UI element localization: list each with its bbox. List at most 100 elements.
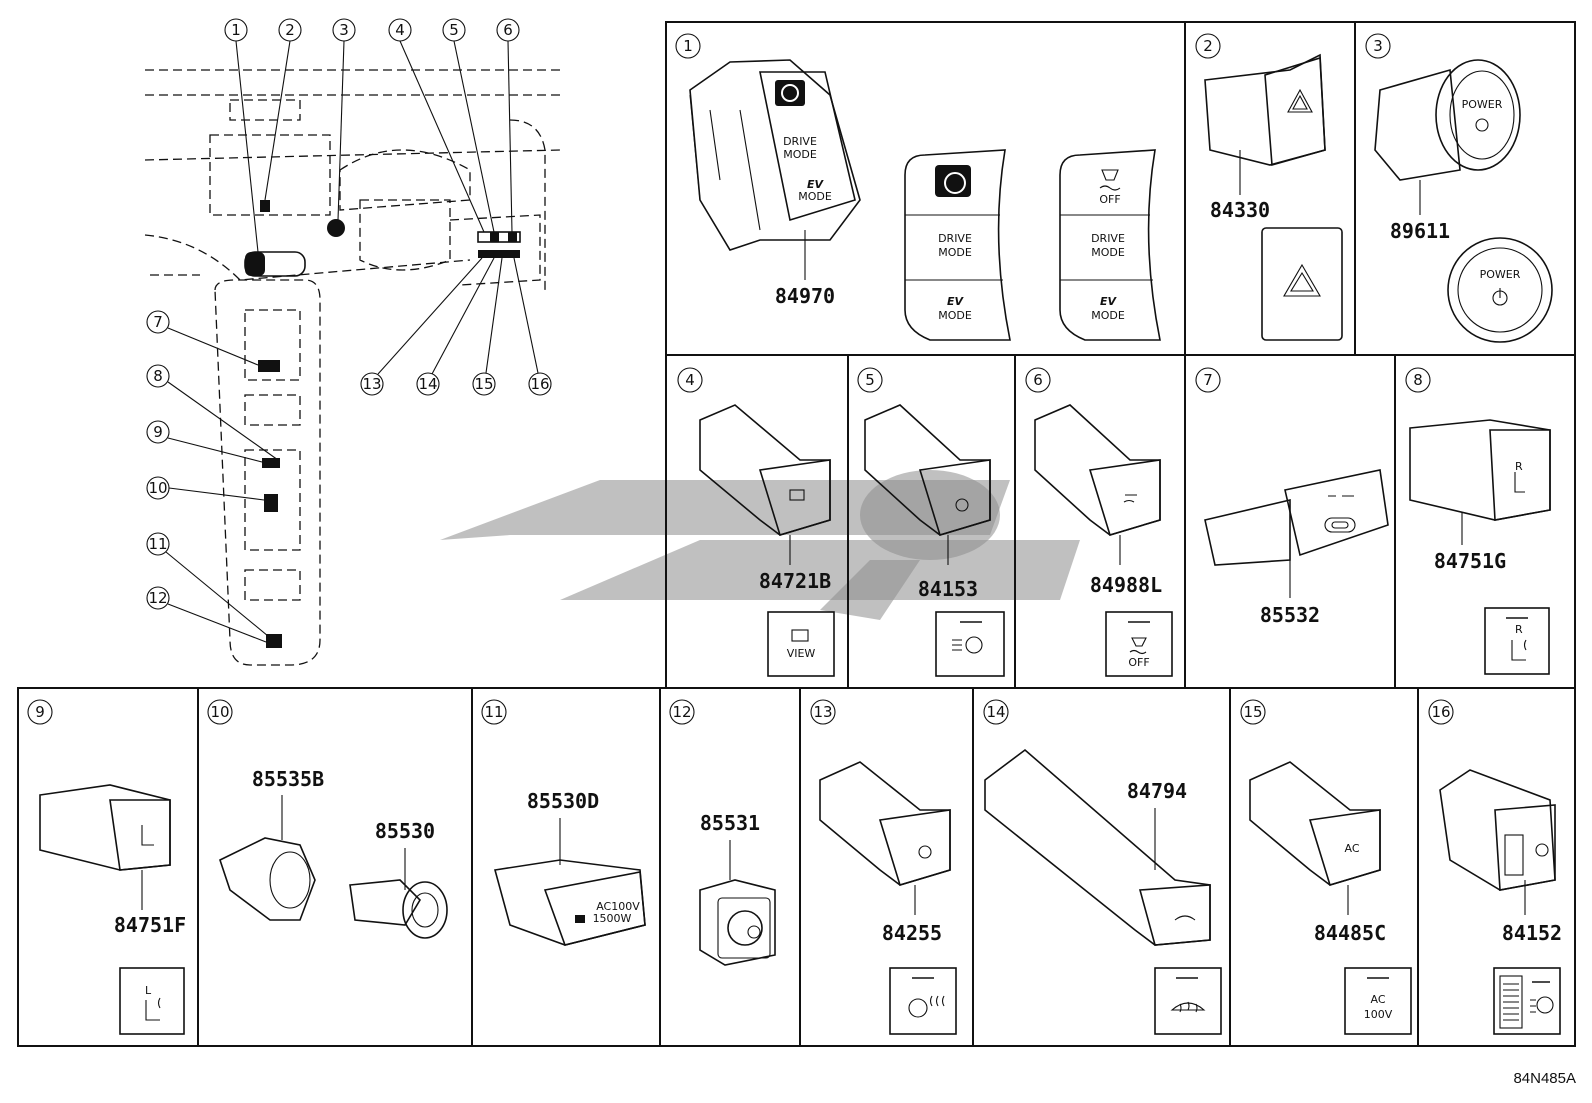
svg-text:L: L — [145, 984, 152, 997]
ac-outlet-switch-face — [1344, 967, 1412, 1035]
svg-text:15: 15 — [474, 375, 493, 393]
svg-text:85531: 85531 — [700, 811, 760, 835]
drive-mode-panel-b: OFF DRIVE MODE EV MODE — [1059, 149, 1161, 341]
cell-4: 4 84721B VIEW — [677, 367, 835, 677]
svg-text:13: 13 — [813, 703, 832, 721]
svg-text:7: 7 — [153, 313, 163, 331]
traction-off-icon — [1099, 169, 1121, 191]
svg-text:1500W: 1500W — [593, 912, 632, 925]
svg-text:84970: 84970 — [775, 284, 835, 308]
svg-text:10: 10 — [148, 479, 167, 497]
svg-text:2: 2 — [1203, 37, 1213, 55]
svg-text:VIEW: VIEW — [787, 647, 816, 660]
seat-heater-icon — [145, 997, 161, 1021]
svg-text:8: 8 — [153, 367, 163, 385]
svg-text:6: 6 — [1033, 371, 1043, 389]
cell-8: 8 R 84751G R — [1405, 367, 1551, 675]
svg-text:89611: 89611 — [1390, 219, 1450, 243]
hazard-icon — [1283, 263, 1321, 297]
svg-text:DRIVE: DRIVE — [1091, 232, 1125, 245]
svg-text:12: 12 — [148, 589, 167, 607]
svg-text:85535B: 85535B — [252, 767, 324, 791]
svg-text:OFF: OFF — [1128, 656, 1149, 669]
svg-text:AC: AC — [1370, 993, 1385, 1006]
svg-text:EV: EV — [1100, 295, 1118, 308]
svg-text:3: 3 — [1373, 37, 1383, 55]
overview-callout-13: 13 — [360, 257, 483, 396]
svg-text:84751G: 84751G — [1434, 549, 1506, 573]
cell-6: 6 84988L OFF — [1025, 367, 1173, 677]
svg-text:2: 2 — [285, 21, 295, 39]
svg-text:84721B: 84721B — [759, 569, 831, 593]
svg-text:100V: 100V — [1364, 1008, 1393, 1021]
drive-mode-switch-assembly: DRIVE MODE EV MODE — [689, 59, 861, 251]
svg-text:14: 14 — [418, 375, 437, 393]
watermark-logo — [440, 470, 1080, 620]
overview-callout-8: 8 — [146, 364, 279, 461]
defroster-switch-face — [1154, 967, 1222, 1035]
traction-switch-face — [1105, 611, 1173, 677]
outlet-icon — [575, 915, 585, 923]
svg-text:EV: EV — [807, 178, 825, 191]
camera-view-icon — [789, 489, 805, 501]
cell-13: 13 84255 — [810, 699, 957, 1035]
overview-callout-5: 5 — [442, 18, 495, 233]
svg-text:MODE: MODE — [798, 190, 832, 203]
svg-text:AC: AC — [1344, 842, 1359, 855]
svg-text:84152: 84152 — [1502, 921, 1562, 945]
cell-1: 1 DRIVE MODE EV MODE 84970 DRIVE MODE EV… — [675, 33, 1161, 341]
cell-3: 3 POWER 89611 POWER — [1365, 33, 1553, 343]
svg-text:84485C: 84485C — [1314, 921, 1386, 945]
overview-callout-4: 4 — [388, 18, 485, 233]
cell-12: 12 85531 — [669, 699, 776, 966]
svg-text:85530D: 85530D — [527, 789, 599, 813]
overview-callout-9: 9 — [146, 420, 263, 463]
outlet-icon — [727, 910, 763, 946]
svg-text:16: 16 — [1431, 703, 1450, 721]
cell-16: 16 84152 — [1428, 699, 1562, 1035]
headlamp-level-icon — [1499, 975, 1554, 1029]
defroster-icon — [1174, 915, 1196, 921]
cell-5: 5 84153 — [857, 367, 1005, 677]
svg-text:84153: 84153 — [918, 577, 978, 601]
traction-off-icon — [1129, 637, 1147, 655]
overview-callout-12: 12 — [146, 586, 267, 643]
svg-text:5: 5 — [865, 371, 875, 389]
seat-heater-icon — [1514, 472, 1525, 493]
cell-2: 2 84330 — [1195, 33, 1343, 341]
svg-text:15: 15 — [1243, 703, 1262, 721]
overview-callout-10: 10 — [146, 476, 265, 501]
seat-heater-switch-face — [1484, 607, 1550, 675]
overview-callout-15: 15 — [472, 257, 503, 396]
diagram-code: 84N485A — [1513, 1070, 1576, 1087]
cell-7: 7 85532 — [1195, 367, 1389, 627]
cell-10: 10 85535B 85530 — [207, 699, 448, 939]
svg-text:DRIVE: DRIVE — [938, 232, 972, 245]
overview-callout-3: 3 — [332, 18, 356, 221]
overview-callout-6: 6 — [496, 18, 520, 233]
power-icon — [1475, 118, 1489, 132]
overview-callout-2: 2 — [264, 18, 302, 201]
svg-text:DRIVE: DRIVE — [783, 135, 817, 148]
traction-off-icon — [1123, 494, 1137, 503]
seat-heater-icon — [1511, 639, 1527, 661]
cell-15: 15 AC 84485C AC 100V — [1240, 699, 1412, 1035]
svg-text:16: 16 — [530, 375, 549, 393]
overview-callout-11: 11 — [146, 532, 269, 637]
dashboard-overview — [144, 69, 561, 666]
svg-text:R: R — [1515, 460, 1523, 473]
svg-text:10: 10 — [210, 703, 229, 721]
drive-mode-panel-a: DRIVE MODE EV MODE — [904, 149, 1011, 341]
svg-text:9: 9 — [153, 423, 163, 441]
svg-text:12: 12 — [672, 703, 691, 721]
headlamp-auto-icon — [955, 498, 969, 512]
svg-text:EV: EV — [947, 295, 965, 308]
headlamp-level-switch-face — [1493, 967, 1561, 1035]
svg-text:4: 4 — [685, 371, 695, 389]
svg-text:1: 1 — [231, 21, 241, 39]
svg-text:84988L: 84988L — [1090, 573, 1162, 597]
grid-borders — [17, 21, 1576, 1047]
overview-callout-16: 16 — [513, 257, 552, 396]
steering-heater-switch-face — [889, 967, 957, 1035]
